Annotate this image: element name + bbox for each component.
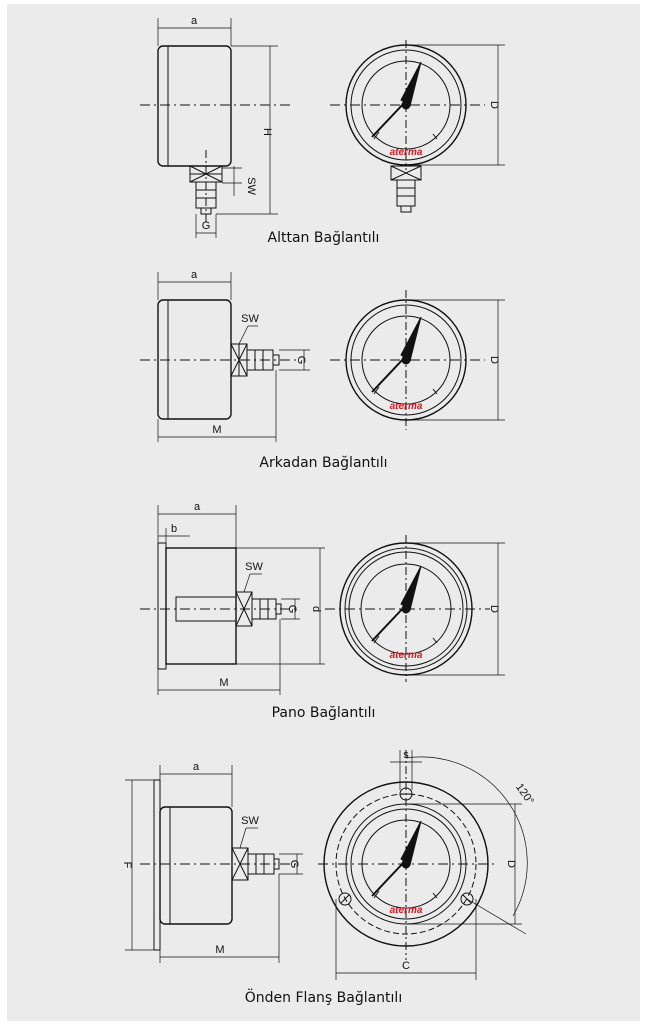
dim-label-a: a [191,15,198,27]
back-side-view [140,272,310,442]
brand-logo: aterma [390,905,423,916]
dim-label-sw: SW [245,561,263,573]
dim-label-sw: SW [245,177,257,195]
dim-label-m: M [215,944,224,956]
bottom-front-view [330,40,505,213]
dim-label-a: a [194,501,201,513]
dim-label-g: G [288,860,300,869]
dim-label-d: D [505,860,517,868]
dim-label-sw: SW [241,815,259,827]
brand-logo: aterma [390,401,423,412]
drawing-sheet [7,4,640,1021]
dim-label-b: b [171,523,177,535]
dim-label-d-small: d [310,606,322,612]
back-front-view [330,290,505,430]
dim-label-g: G [286,605,298,614]
dim-label-sw: SW [241,313,259,325]
caption-panel: Pano Bağlantılı [271,705,376,721]
dim-label-d: D [488,605,500,613]
dim-label-m: M [219,677,228,689]
brand-logo: aterma [390,650,423,661]
brand-logo: aterma [390,147,423,158]
dim-label-d: D [488,356,500,364]
caption-back: Arkadan Bağlantılı [259,455,388,471]
dim-label-angle: 120° [513,782,536,808]
dim-label-s: s [403,749,409,761]
dim-label-g: G [202,220,211,232]
panel-side-view [140,505,325,695]
caption-flange: Önden Flanş Bağlantılı [244,990,403,1006]
dim-label-h: H [261,128,273,136]
flange-side-view [125,765,303,963]
bottom-side-view [140,18,290,238]
dim-label-g: G [295,356,307,365]
dim-label-f: F [121,862,133,869]
flange-front-view [318,750,528,980]
dim-label-d: D [488,101,500,109]
panel-front-view [325,535,505,682]
dim-label-a: a [193,761,200,773]
caption-bottom: Alttan Bağlantılı [267,230,380,246]
dim-label-a: a [191,269,198,281]
dim-label-c: C [402,960,410,972]
dim-label-m: M [212,424,221,436]
